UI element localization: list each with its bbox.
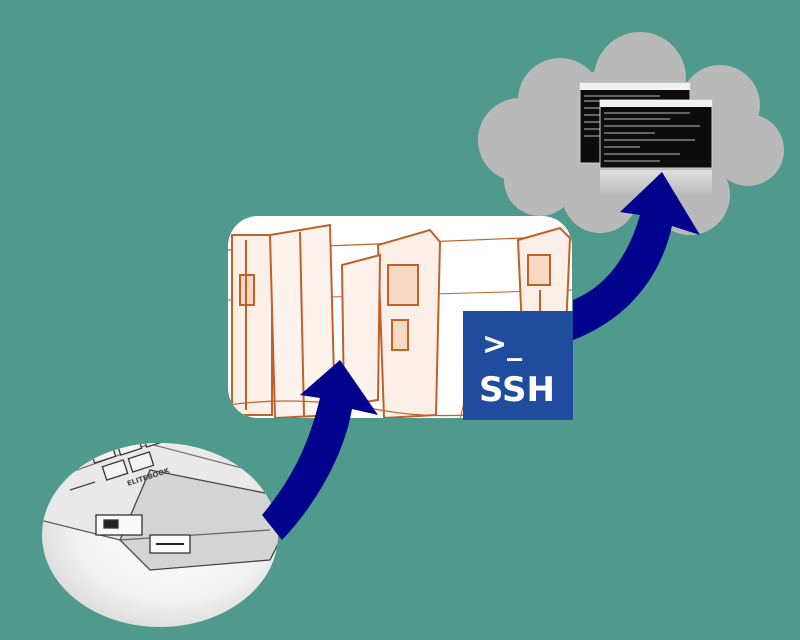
curved-arrow-icon [262, 360, 378, 540]
terminal-front-text-lines [604, 112, 700, 162]
ssh-label: SSH [479, 370, 555, 410]
ssh-badge: >_ SSH [463, 311, 573, 420]
terminal-window-front-icon [599, 99, 713, 196]
laptop-sketch: ELITEBOOK [42, 443, 278, 627]
gateway-panel [228, 216, 572, 418]
terminal-prompt-icon: >_ [482, 327, 522, 362]
turnstile-gateway-icon [228, 223, 572, 418]
ssh-badge-background [463, 311, 573, 420]
curved-arrow-icon-2 [573, 172, 700, 340]
